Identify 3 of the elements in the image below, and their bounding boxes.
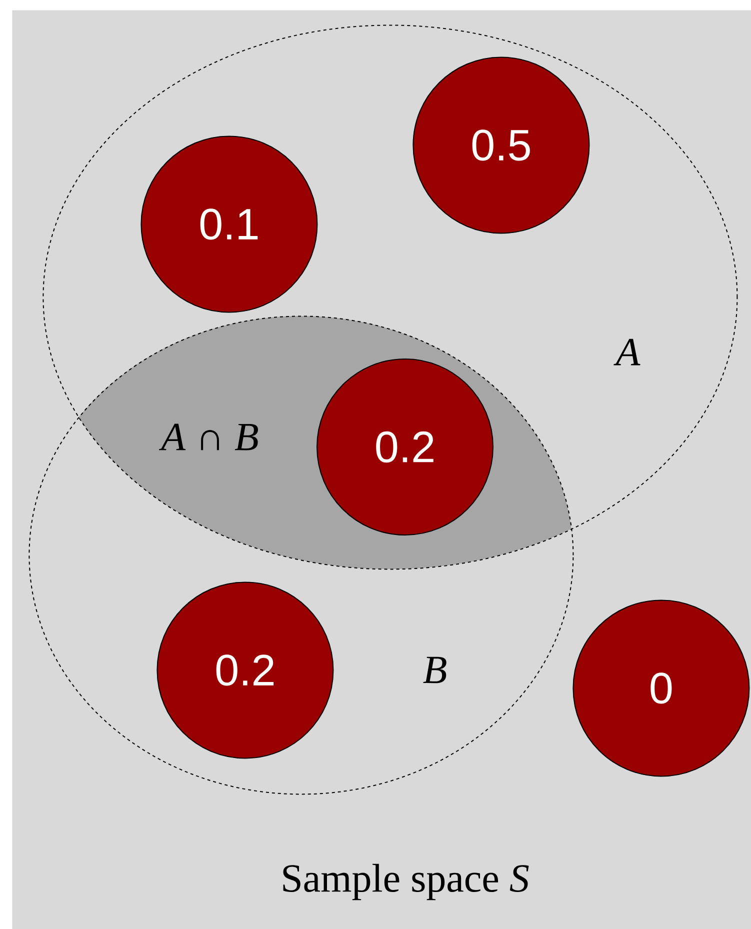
set-label: A: [614, 338, 640, 366]
set-label: B: [423, 656, 446, 684]
sample-space-label: Sample space S: [283, 864, 529, 900]
